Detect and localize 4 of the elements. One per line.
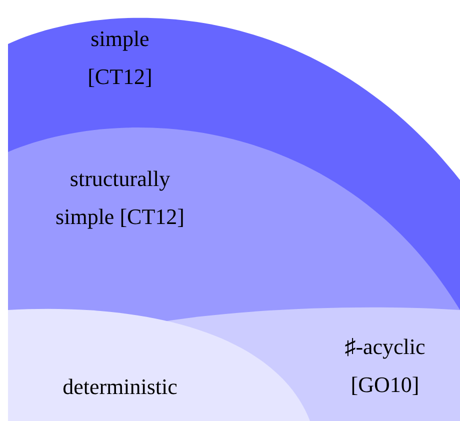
set-label: deterministic bbox=[62, 373, 178, 401]
set-label: ♯-acyclic [GO10] bbox=[344, 333, 426, 399]
set-label: simple [CT12] bbox=[86, 25, 154, 91]
set-label: structurally simple [CT12] bbox=[55, 165, 185, 231]
